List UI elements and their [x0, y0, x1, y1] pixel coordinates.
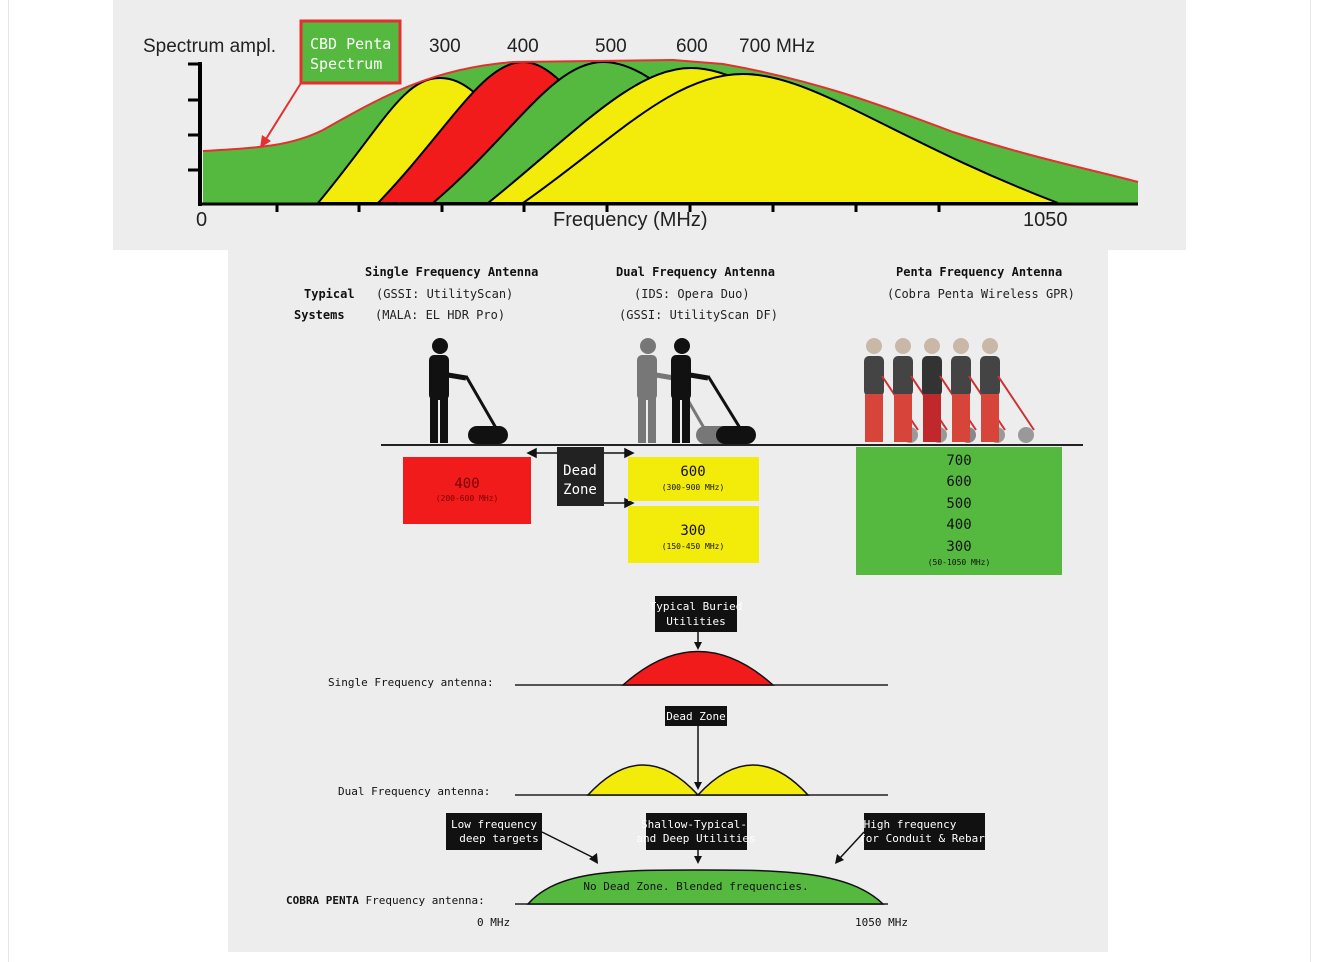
high-frequency-arrow: [835, 854, 844, 864]
single-band-box: [403, 457, 531, 524]
dual-system-2: (GSSI: UtilityScan DF): [619, 308, 778, 322]
penta-band-600: 600: [946, 474, 971, 490]
single-system-1: (GSSI: UtilityScan): [376, 287, 513, 301]
dual-low-band-box: [628, 506, 759, 563]
dual-low-band-value: 300: [680, 523, 705, 539]
penta-band-400: 400: [946, 517, 971, 533]
single-coverage-arc: [621, 650, 775, 686]
dual-low-band-range: (150-450 MHz): [662, 542, 725, 551]
penta-operators-photo: [864, 338, 1035, 443]
typical-label: Typical: [304, 287, 355, 301]
dead-zone-arrow: [694, 782, 702, 790]
penta-antenna-title: Penta Frequency Antenna: [896, 265, 1062, 279]
peak-label-500: 500: [595, 36, 627, 57]
callout-line2: Spectrum: [310, 55, 382, 73]
peak-label-400: 400: [507, 36, 539, 57]
low-frequency-text-1: Low frequency: [451, 818, 537, 831]
dead-zone-label: Dead Zone: [666, 710, 726, 723]
dead-zone-box: [557, 447, 604, 506]
comparison-diagram: Single Frequency Antenna (GSSI: UtilityS…: [286, 265, 1083, 929]
x-min-label: 0: [196, 209, 207, 231]
dual-coverage-arc-low: [586, 764, 700, 796]
dual-high-band-box: [628, 457, 759, 501]
dual-high-band-value: 600: [680, 464, 705, 480]
systems-label: Systems: [294, 308, 345, 322]
dead-zone-text-1: Dead: [563, 463, 597, 479]
comparison-panel: Single Frequency Antenna (GSSI: UtilityS…: [228, 250, 1108, 952]
single-operator-silhouette: [429, 338, 508, 444]
high-frequency-box: [864, 813, 985, 850]
shallow-deep-text-1: Shallow-Typical-: [641, 818, 747, 831]
callout-arrowhead: [260, 135, 271, 148]
penta-band-box: [856, 447, 1062, 575]
high-frequency-text-1: High frequency: [864, 818, 957, 831]
single-band-range: (200-600 MHz): [436, 494, 499, 503]
callout-line1: CBD Penta: [310, 35, 391, 53]
penta-band-700: 700: [946, 453, 971, 469]
penta-spectrum-outline: [202, 58, 1139, 183]
cobra-coverage-arc: [526, 869, 885, 905]
single-system-2: (MALA: EL HDR Pro): [375, 308, 505, 322]
spectrum-chart: Spectrum ampl. 0 Frequency (MHz) 1050 30…: [143, 19, 1139, 231]
shallow-deep-text-2: and Deep Utilities: [636, 832, 755, 845]
low-frequency-text-2: deep targets: [459, 832, 538, 845]
penta-band-500: 500: [946, 496, 971, 512]
coverage-min-label: 0 MHz: [477, 916, 510, 929]
coverage-max-label: 1050 MHz: [855, 916, 908, 929]
page-edge-right: [1310, 0, 1311, 962]
dual-antenna-title: Dual Frequency Antenna: [616, 265, 775, 279]
no-dead-zone-text: No Dead Zone. Blended frequencies.: [583, 880, 808, 893]
dual-coverage-arc-high: [696, 764, 810, 796]
low-frequency-box: [446, 813, 542, 850]
x-max-label: 1050: [1023, 209, 1068, 231]
dead-zone-arrows: [526, 447, 635, 509]
callout-box: [299, 19, 402, 85]
dead-zone-text-2: Zone: [563, 482, 597, 498]
y-axis-label: Spectrum ampl.: [143, 36, 276, 57]
single-coverage-label: Single Frequency antenna:: [328, 676, 494, 689]
peak-label-600: 600: [676, 36, 708, 57]
shallow-deep-box: [646, 813, 747, 850]
typical-buried-text-2: Utilities: [666, 615, 726, 628]
spectrum-panel: Spectrum ampl. 0 Frequency (MHz) 1050 30…: [113, 0, 1186, 250]
high-frequency-text-2: for Conduit & Rebar: [859, 832, 985, 845]
low-frequency-arrow: [589, 853, 598, 864]
typical-buried-text-1: Typical Buried: [650, 600, 743, 613]
single-antenna-title: Single Frequency Antenna: [365, 265, 538, 279]
peak-label-700: 700 MHz: [739, 36, 815, 57]
x-axis-label: Frequency (MHz): [553, 209, 707, 231]
penta-band-300: 300: [946, 539, 971, 555]
penta-band-range: (50-1050 MHz): [928, 558, 991, 567]
peak-label-300: 300: [429, 36, 461, 57]
dual-system-1: (IDS: Opera Duo): [634, 287, 750, 301]
dead-zone-label-box: [665, 706, 727, 726]
cobra-coverage-label: COBRA PENTA Frequency antenna:: [286, 894, 485, 907]
penta-system-1: (Cobra Penta Wireless GPR): [887, 287, 1075, 301]
dual-high-band-range: (300-900 MHz): [662, 483, 725, 492]
callout-pointer: [265, 82, 302, 140]
dual-operator-silhouette: [637, 338, 756, 444]
single-band-value: 400: [454, 476, 479, 492]
page-edge-left: [8, 0, 9, 962]
band-700-curve: [519, 72, 1059, 204]
shallow-deep-arrow: [694, 856, 702, 864]
dual-coverage-label: Dual Frequency antenna:: [338, 785, 490, 798]
typical-buried-arrow: [694, 642, 702, 650]
typical-buried-box: [655, 596, 737, 632]
